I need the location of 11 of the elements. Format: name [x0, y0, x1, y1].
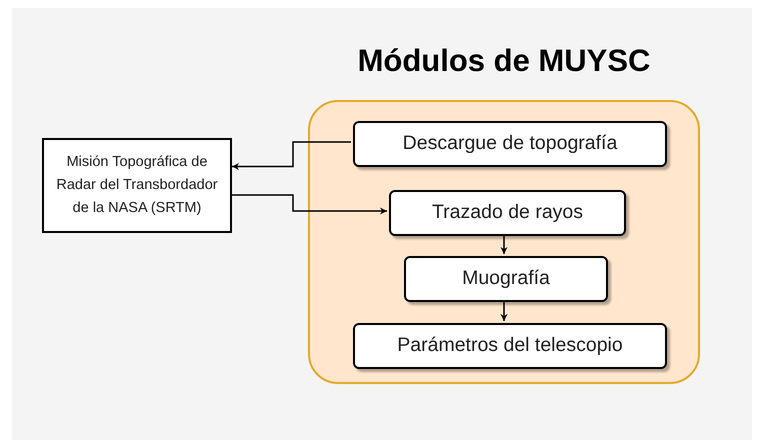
- title: Módulos de MUYSC: [356, 42, 652, 80]
- group-panel: [308, 100, 700, 384]
- arrow: [232, 141, 351, 170]
- arrow: [500, 234, 508, 254]
- arrow: [500, 300, 508, 321]
- module-box: Trazado de rayos: [389, 190, 626, 236]
- module-box: Muografía: [404, 256, 608, 302]
- module-box: Descargue de topografía: [353, 121, 667, 167]
- arrow: [232, 194, 387, 214]
- module-box: Parámetros del telescopio: [353, 323, 667, 369]
- source-box: Misión Topográfica de Radar del Transbordador de la NASA (SRTM): [42, 138, 232, 233]
